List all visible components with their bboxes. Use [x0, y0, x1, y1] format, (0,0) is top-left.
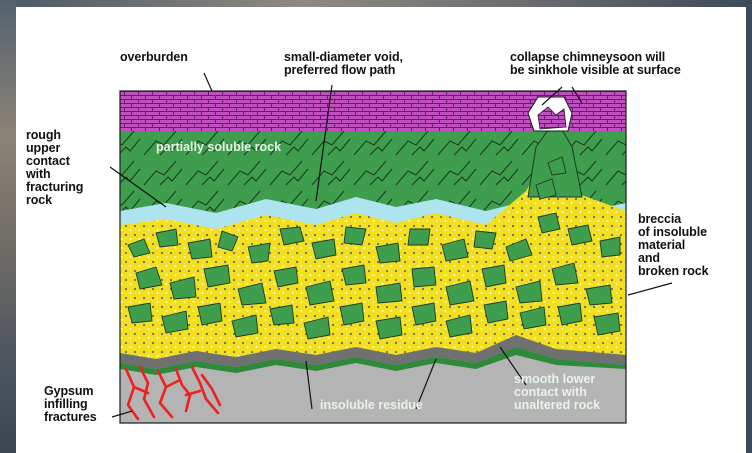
label-chimney: collapse chimneysoon will be sinkhole vi… [510, 51, 681, 77]
label-overburden: overburden [120, 51, 188, 64]
label-insoluble-residue: insoluble residue [320, 399, 423, 412]
label-gypsum: Gypsum infilling fractures [44, 385, 97, 424]
label-partially-soluble-rock: partially soluble rock [156, 141, 281, 154]
background-photo-right [746, 0, 752, 453]
label-smooth-contact: smooth lower contact with unaltered rock [514, 373, 600, 412]
label-breccia: breccia of insoluble material and broken… [638, 213, 708, 278]
label-rough-contact: rough upper contact with fracturing rock [26, 129, 83, 207]
diagram-card: overburden small-diameter void, preferre… [16, 7, 746, 453]
label-void: small-diameter void, preferred flow path [284, 51, 403, 77]
background-photo-left [0, 0, 16, 453]
